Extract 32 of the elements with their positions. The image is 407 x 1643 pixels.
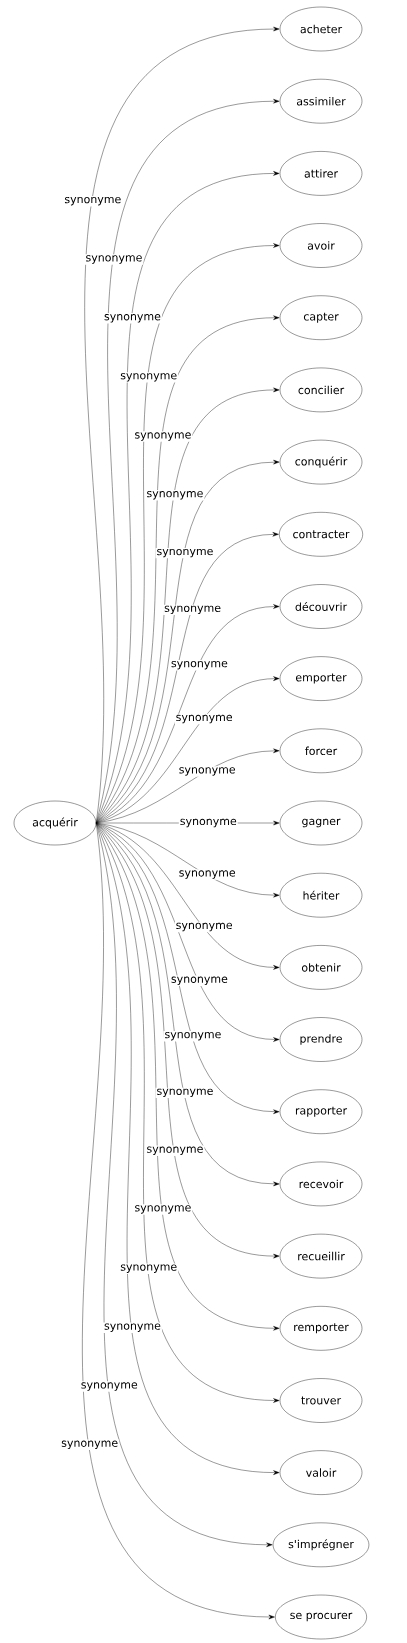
edge-label: synonyme bbox=[179, 870, 236, 879]
arrow bbox=[82, 822, 275, 1620]
edge-label: synonyme bbox=[179, 767, 236, 776]
arrow bbox=[96, 822, 280, 1187]
edge-label: synonyme bbox=[86, 255, 142, 264]
edge-label: synonyme bbox=[171, 661, 228, 670]
edge-label: synonyme bbox=[164, 605, 221, 615]
arrow bbox=[96, 676, 280, 824]
arrow bbox=[96, 822, 280, 1114]
edge-label: synonyme bbox=[165, 1032, 221, 1041]
edge-label: synonyme bbox=[176, 922, 232, 932]
edge-label: synonyme bbox=[147, 491, 203, 500]
edge-label: synonyme bbox=[157, 548, 213, 558]
edge-label: synonyme bbox=[64, 196, 121, 206]
arrow bbox=[96, 822, 280, 1042]
edge-label: synonyme bbox=[147, 1146, 203, 1155]
edge-label: synonyme bbox=[171, 976, 228, 986]
edge-label: synonyme bbox=[180, 818, 237, 828]
edge-label: synonyme bbox=[135, 432, 191, 441]
arrow bbox=[96, 604, 280, 824]
edge-label: synonyme bbox=[120, 373, 177, 382]
edge-label: synonyme bbox=[61, 1440, 118, 1450]
edge-label: synonyme bbox=[81, 1382, 138, 1391]
arrow bbox=[96, 459, 280, 824]
arrow bbox=[96, 532, 279, 824]
edge-label: synonyme bbox=[176, 714, 232, 724]
edge-label: synonyme bbox=[135, 1205, 191, 1214]
edge-label: synonyme bbox=[120, 1264, 177, 1273]
edge-label: synonyme bbox=[104, 314, 161, 323]
arrow bbox=[96, 822, 280, 970]
edge-label: synonyme bbox=[104, 1323, 161, 1332]
edge-label: synonyme bbox=[157, 1088, 213, 1098]
